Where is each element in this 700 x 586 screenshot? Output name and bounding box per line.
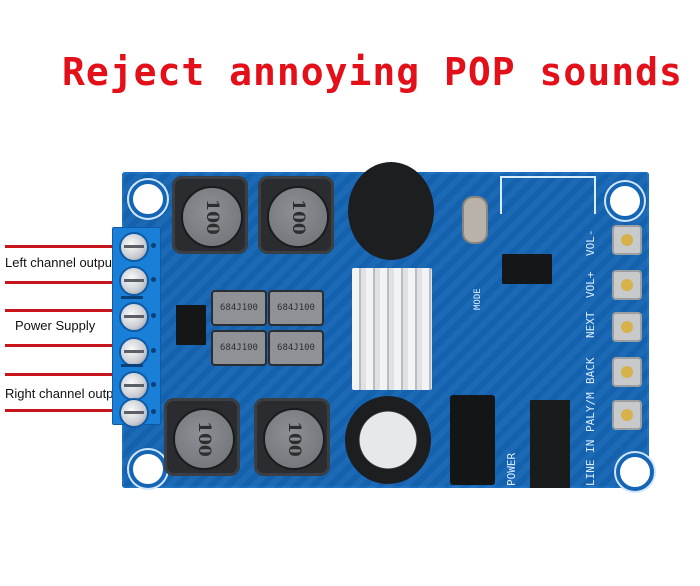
back-silk: BACK [584, 357, 597, 385]
vol-minus-silk: VOL- [584, 229, 597, 257]
terminal-screw[interactable] [119, 302, 149, 332]
terminal-dot [151, 243, 156, 248]
dc-power-jack[interactable] [450, 395, 495, 485]
inductor: 100 [172, 176, 248, 254]
mode-silk: MODE [473, 288, 483, 310]
callout-line [5, 373, 137, 376]
play-mode-silk: PALY/M [584, 392, 597, 432]
play-mode-button[interactable] [612, 400, 642, 430]
electrolytic-capacitor [348, 162, 434, 260]
next-button[interactable] [612, 312, 642, 342]
terminal-dot [151, 313, 156, 318]
vol-plus-button[interactable] [612, 270, 642, 300]
next-silk: NEXT [584, 311, 597, 339]
power-silk: POWER [505, 452, 518, 486]
power-supply-label: Power Supply [15, 318, 96, 333]
film-capacitor: 684J100 [270, 292, 322, 324]
mounting-hole [129, 450, 167, 488]
callout-line [5, 309, 137, 312]
inductor: 100 [258, 176, 334, 254]
mounting-hole [129, 180, 167, 218]
vol-plus-silk: VOL+ [584, 271, 597, 299]
line-in-jack[interactable] [530, 400, 570, 488]
mounting-hole [606, 182, 644, 220]
terminal-screw[interactable] [119, 266, 149, 296]
mounting-hole [616, 453, 654, 491]
terminal-screw[interactable] [119, 371, 149, 401]
terminal-screw[interactable] [119, 232, 149, 262]
film-capacitor: 684J100 [213, 292, 265, 324]
regulator-chip [176, 305, 206, 345]
crystal-oscillator [462, 196, 488, 244]
inductor: 100 [164, 398, 240, 476]
headline: Reject annoying POP sounds [62, 50, 683, 94]
callout-line [5, 281, 137, 284]
terminal-separator [121, 296, 143, 299]
heatsink [352, 268, 432, 390]
terminal-dot [151, 277, 156, 282]
callout-line [5, 344, 137, 347]
terminal-separator [121, 364, 143, 367]
terminal-screw[interactable] [119, 398, 149, 428]
electrolytic-capacitor [345, 396, 431, 484]
terminal-dot [151, 409, 156, 414]
callout-line [5, 245, 137, 248]
screw-terminal-block [112, 227, 161, 428]
back-button[interactable] [612, 357, 642, 387]
antenna-trace [500, 176, 596, 214]
vol-minus-button[interactable] [612, 225, 642, 255]
terminal-dot [151, 348, 156, 353]
left-channel-label: Left channel output [5, 255, 116, 270]
right-channel-label: Right channel output [5, 386, 125, 401]
film-capacitor: 684J100 [213, 332, 265, 364]
bluetooth-chip [502, 254, 552, 284]
terminal-dot [151, 382, 156, 387]
inductor: 100 [254, 398, 330, 476]
callout-line [5, 409, 137, 412]
line-in-silk: LINE IN [584, 439, 597, 486]
film-capacitor: 684J100 [270, 332, 322, 364]
terminal-screw[interactable] [119, 337, 149, 367]
